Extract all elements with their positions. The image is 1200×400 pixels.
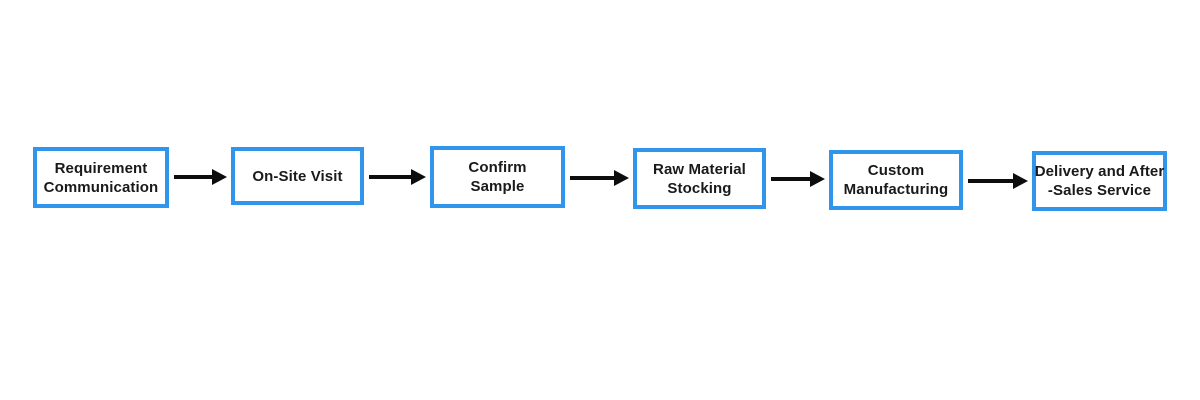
step-label-line: Sample (470, 178, 525, 195)
arrow-right-icon (614, 169, 629, 186)
step-label-line: -Sales Service (1047, 182, 1152, 199)
arrow-shaft (570, 175, 614, 180)
arrow-right-icon (1013, 172, 1028, 189)
step-label-line: Delivery and After (1034, 163, 1165, 180)
step-label-line: Communication (43, 178, 159, 196)
flow-arrow-4 (771, 171, 825, 188)
step-box-on-site-visit: On-Site Visit (231, 147, 364, 205)
step-label-line: Raw Material (653, 160, 746, 178)
flow-arrow-5 (968, 172, 1028, 189)
step-box-delivery-and-after-sales-service: Delivery and After -Sales Service (1032, 151, 1167, 211)
step-label: On-Site Visit (252, 167, 342, 186)
flow-arrow-2 (369, 168, 426, 185)
arrow-shaft (771, 177, 810, 182)
arrow-right-icon (810, 171, 825, 188)
arrow-shaft (369, 174, 411, 179)
flow-arrow-3 (570, 169, 629, 186)
step-label-line: Requirement (54, 159, 148, 177)
flow-arrow-1 (174, 168, 227, 185)
step-label-line: Custom (867, 162, 925, 179)
arrow-shaft (174, 174, 212, 179)
arrow-right-icon (212, 168, 227, 185)
step-label-line: Stocking (667, 179, 732, 197)
step-label-line: On-Site Visit (252, 167, 343, 185)
arrow-shaft (968, 178, 1013, 183)
step-label-line: Manufacturing (843, 181, 949, 198)
step-label-line: Confirm (468, 159, 527, 176)
arrow-right-icon (411, 168, 426, 185)
step-label: Delivery and After -Sales Service (1035, 162, 1165, 200)
